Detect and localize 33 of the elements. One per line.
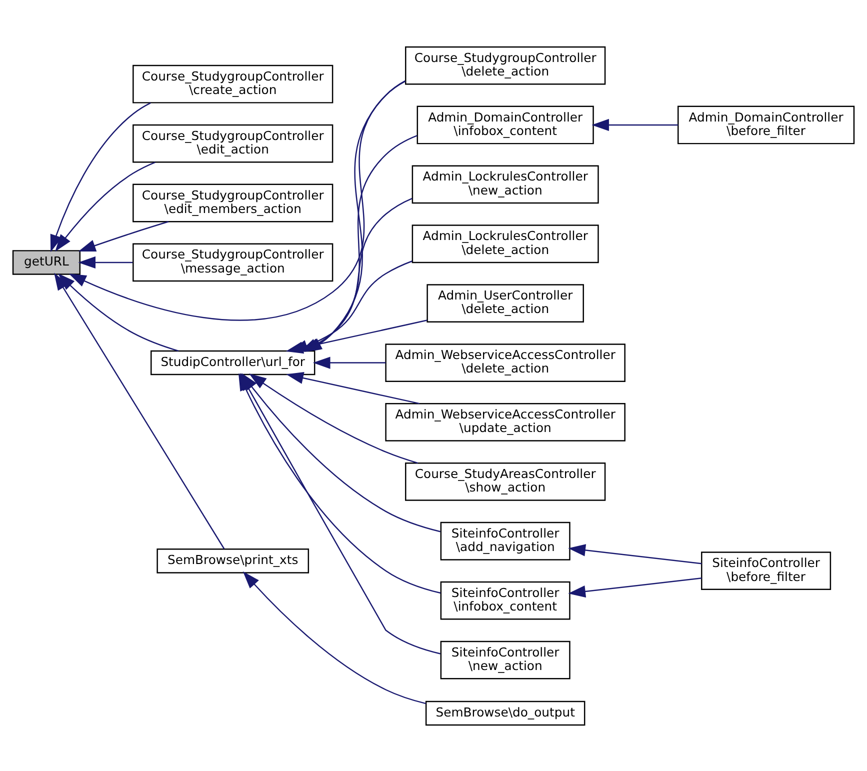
node-box: SiteinfoController \infobox_content: [440, 580, 570, 620]
node-box: Course_StudygroupController \message_action: [132, 242, 334, 282]
arrow: [50, 102, 151, 252]
node-box: SiteinfoController \before_filter: [701, 551, 832, 590]
node-box: Course_StudygroupController \delete_action: [405, 46, 606, 84]
arrow: [78, 256, 133, 268]
node-box: Admin_DomainController \infobox_content: [416, 105, 594, 144]
arrow: [286, 372, 420, 404]
arrow: [68, 80, 406, 320]
node-box: SemBrowse\print_xts: [156, 548, 310, 573]
node-box: Admin_WebserviceAccessController \delete_action: [385, 343, 626, 382]
arrow: [568, 544, 702, 564]
node-box: StudipController\url_for: [150, 350, 316, 375]
node-box: getURL: [12, 250, 81, 274]
node-box: Admin_LockrulesController \delete_action: [412, 224, 599, 263]
node-box: Admin_WebserviceAccessController \update_action: [385, 402, 626, 441]
node-box: Admin_UserController \delete_action: [426, 284, 584, 322]
arrow: [249, 373, 418, 464]
arrow: [592, 118, 678, 131]
arrow: [568, 577, 702, 598]
node-box: SemBrowse\do_output: [425, 700, 586, 726]
arrow: [55, 161, 156, 252]
arrow: [312, 356, 386, 368]
arrow: [242, 570, 426, 704]
node-box: Course_StudygroupController \create_action: [132, 64, 334, 103]
node-box: SiteinfoController \new_action: [440, 640, 570, 679]
node-box: Admin_DomainController \before_filter: [678, 105, 855, 144]
node-box: SiteinfoController \add_navigation: [440, 521, 570, 560]
node-box: Course_StudyAreasController \show_action: [405, 462, 606, 500]
arrow: [78, 220, 169, 251]
node-box: Course_StudygroupController \edit_action: [132, 124, 334, 162]
node-box: Admin_LockrulesController \new_action: [412, 164, 599, 204]
node-box: Course_StudygroupController \edit_members_action: [132, 183, 334, 222]
